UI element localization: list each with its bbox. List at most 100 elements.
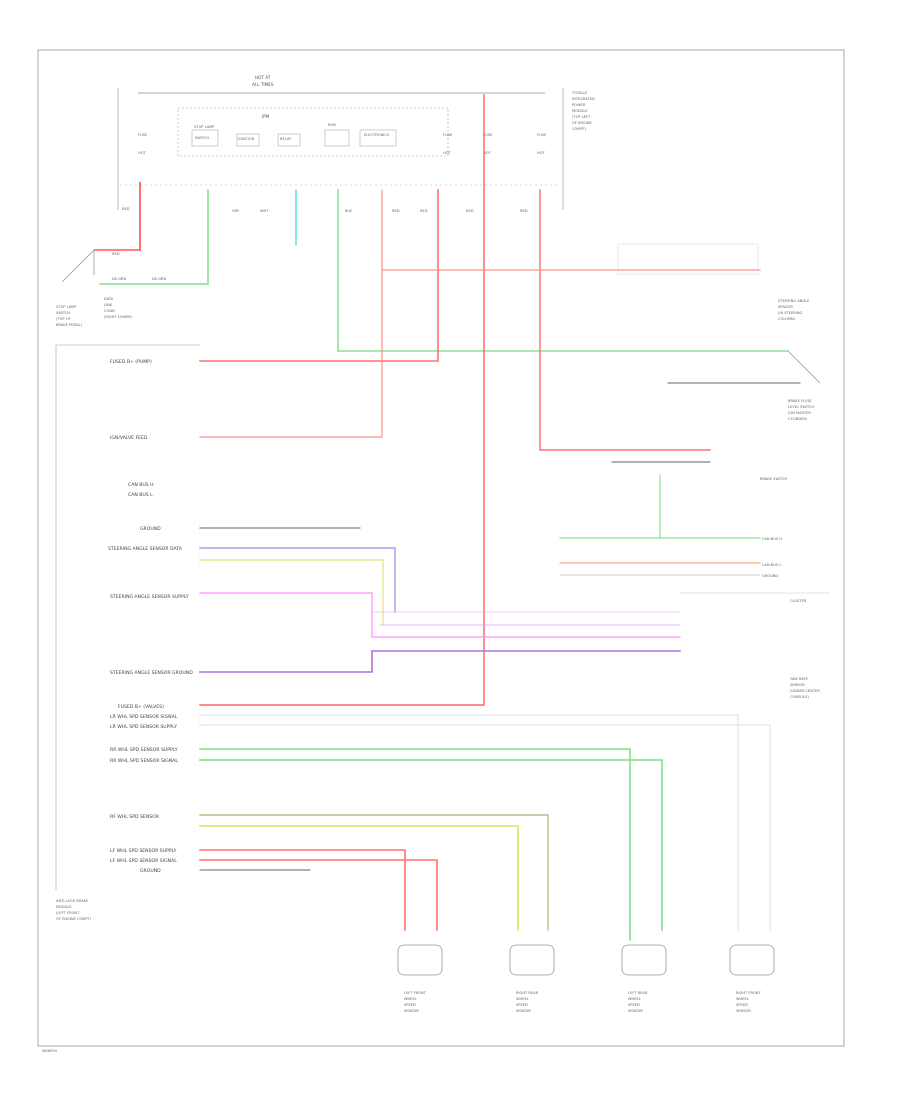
svg-text:LINK: LINK <box>104 303 113 307</box>
svg-text:SENSOR: SENSOR <box>516 1009 531 1013</box>
svg-text:RED: RED <box>112 252 120 256</box>
svg-text:FUSED B+ (VALVES): FUSED B+ (VALVES) <box>118 704 164 710</box>
svg-text:GROUND: GROUND <box>762 574 778 578</box>
svg-text:(TOP OF: (TOP OF <box>56 317 71 321</box>
svg-text:DK GRN: DK GRN <box>112 277 127 281</box>
svg-text:SWITCH: SWITCH <box>56 311 70 315</box>
svg-text:ELECTRONICS: ELECTRONICS <box>364 133 390 137</box>
svg-text:LEFT FRONT: LEFT FRONT <box>404 991 427 995</box>
svg-text:WHEEL: WHEEL <box>628 997 641 1001</box>
fuses: FUSE HOT FUSE HOT FUSE HOT FUSE HOT <box>138 133 547 155</box>
svg-text:IGN/VALVE FEED: IGN/VALVE FEED <box>110 435 148 441</box>
relay-boxes: STOP LAMP SWITCH IGNITION RELAY RUN ELEC… <box>191 123 397 147</box>
wheel-sensor-rf: RIGHT FRONT WHEEL SPEED SENSOR <box>729 944 775 1013</box>
svg-text:STEERING ANGLE SENSOR GROUND: STEERING ANGLE SENSOR GROUND <box>110 670 193 676</box>
svg-text:HOT: HOT <box>138 151 147 155</box>
abs-module: ANTI-LOCK BRAKE MODULE (LEFT FRONT OF EN… <box>55 344 201 921</box>
cluster-connector: CAN BUS H CAN BUS L GROUND CLUSTER <box>680 537 830 603</box>
svg-text:FUSE: FUSE <box>483 133 493 137</box>
svg-text:RELAY: RELAY <box>280 137 292 141</box>
svg-text:RIGHT FRONT: RIGHT FRONT <box>736 991 761 995</box>
svg-text:DK GRN: DK GRN <box>152 277 167 281</box>
svg-text:CONN: CONN <box>104 309 115 313</box>
svg-text:FUSE: FUSE <box>443 133 453 137</box>
svg-text:POWER: POWER <box>572 103 586 107</box>
svg-text:LR WHL SPD SENSOR SUPPLY: LR WHL SPD SENSOR SUPPLY <box>110 724 177 730</box>
svg-text:OF ENGINE COMPT): OF ENGINE COMPT) <box>56 917 92 921</box>
svg-text:SPEED: SPEED <box>516 1003 528 1007</box>
yaw-rate-sensor: YAW RATE SENSOR (UNDER CENTER CONSOLE) <box>790 677 820 699</box>
svg-text:WHEEL: WHEEL <box>404 997 417 1001</box>
svg-text:STOP LAMP: STOP LAMP <box>194 125 215 129</box>
svg-text:RED: RED <box>392 209 400 213</box>
top-wire-colors: RED GRY WHT BLK RED RED RED RED <box>122 207 528 213</box>
svg-text:(RIGHT LOWER): (RIGHT LOWER) <box>104 315 133 319</box>
svg-text:INTEGRATED: INTEGRATED <box>572 97 595 101</box>
svg-text:CONSOLE): CONSOLE) <box>790 695 809 699</box>
svg-text:CLUSTER: CLUSTER <box>790 599 807 603</box>
svg-text:LR WHL SPD SENSOR SIGNAL: LR WHL SPD SENSOR SIGNAL <box>110 714 178 720</box>
steering-angle-sensor: STEERING ANGLE SENSOR (IN STEERING COLUM… <box>617 243 810 321</box>
svg-text:BLK: BLK <box>345 209 352 213</box>
svg-text:FUSE: FUSE <box>537 133 547 137</box>
svg-text:RF WHL SPD SENSOR: RF WHL SPD SENSOR <box>110 814 160 820</box>
svg-text:(TOP LEFT: (TOP LEFT <box>572 115 591 119</box>
svg-text:RR WHL SPD SENSOR SIGNAL: RR WHL SPD SENSOR SIGNAL <box>110 758 178 764</box>
svg-text:RED: RED <box>466 209 474 213</box>
svg-text:RED: RED <box>122 207 130 211</box>
svg-text:(ON MASTER: (ON MASTER <box>788 411 811 415</box>
brake-switch-label: BRAKE SWITCH <box>760 477 787 481</box>
svg-text:MODULE: MODULE <box>56 905 72 909</box>
svg-text:(LEFT FRONT: (LEFT FRONT <box>56 911 80 915</box>
svg-text:FUSE: FUSE <box>138 133 148 137</box>
svg-text:STEERING ANGLE SENSOR SUPPLY: STEERING ANGLE SENSOR SUPPLY <box>110 594 189 600</box>
wheel-sensor-lr: LEFT REAR WHEEL SPEED SENSOR <box>621 944 667 1013</box>
power-dist-label: TOTALLY INTEGRATED POWER MODULE (TOP LEF… <box>571 91 595 131</box>
svg-text:HOT: HOT <box>443 151 452 155</box>
svg-text:FUSED B+ (PUMP): FUSED B+ (PUMP) <box>110 359 152 365</box>
svg-text:WHEEL: WHEEL <box>516 997 529 1001</box>
svg-text:(IN STEERING: (IN STEERING <box>778 311 803 315</box>
page-ref: W08094 <box>42 1049 58 1053</box>
svg-text:SENSOR: SENSOR <box>628 1009 643 1013</box>
svg-text:GROUND: GROUND <box>140 868 161 874</box>
svg-text:SPEED: SPEED <box>404 1003 416 1007</box>
svg-text:LEVEL SWITCH: LEVEL SWITCH <box>788 405 815 409</box>
ipm-label: IPM <box>262 114 270 119</box>
svg-text:BRAKE FLUID: BRAKE FLUID <box>788 399 812 403</box>
module-pin-labels: FUSED B+ (PUMP) IGN/VALVE FEED CAN BUS H… <box>108 359 193 874</box>
svg-text:SWITCH: SWITCH <box>195 136 209 140</box>
svg-text:SENSOR: SENSOR <box>736 1009 751 1013</box>
data-link-label: DATA LINK CONN (RIGHT LOWER) DK GRN RED … <box>104 252 167 319</box>
svg-text:STEERING ANGLE SENSOR DATA: STEERING ANGLE SENSOR DATA <box>108 546 183 552</box>
brake-fluid-level-switch: BRAKE FLUID LEVEL SWITCH (ON MASTER CYLI… <box>787 350 821 421</box>
svg-text:CAN BUS H: CAN BUS H <box>128 482 154 488</box>
svg-text:CAN BUS L: CAN BUS L <box>762 563 781 567</box>
hot-at-label: HOT AT <box>255 75 271 80</box>
svg-text:COLUMN): COLUMN) <box>778 317 796 321</box>
svg-text:SENSOR: SENSOR <box>778 305 793 309</box>
svg-text:GROUND: GROUND <box>140 526 161 532</box>
svg-text:STEERING ANGLE: STEERING ANGLE <box>778 299 810 303</box>
svg-text:SENSOR: SENSOR <box>404 1009 419 1013</box>
svg-text:RIGHT REAR: RIGHT REAR <box>516 991 539 995</box>
svg-text:GRY: GRY <box>232 209 240 213</box>
svg-text:LEFT REAR: LEFT REAR <box>628 991 648 995</box>
svg-text:LF WHL SPD SENSOR SIGNAL: LF WHL SPD SENSOR SIGNAL <box>110 858 177 864</box>
svg-text:CAN BUS L: CAN BUS L <box>128 492 153 498</box>
svg-text:HOT: HOT <box>537 151 546 155</box>
svg-text:IGNITION: IGNITION <box>238 137 255 141</box>
svg-text:MODULE: MODULE <box>572 109 588 113</box>
svg-text:CAN BUS H: CAN BUS H <box>762 537 782 541</box>
svg-text:CYLINDER): CYLINDER) <box>788 417 808 421</box>
page-frame <box>37 49 845 1047</box>
svg-text:WHEEL: WHEEL <box>736 997 749 1001</box>
svg-text:DATA: DATA <box>104 297 114 301</box>
svg-text:(UNDER CENTER: (UNDER CENTER <box>790 689 820 693</box>
pin-numbers <box>196 356 200 876</box>
svg-text:STOP LAMP: STOP LAMP <box>56 305 77 309</box>
stop-lamp-switch: STOP LAMP SWITCH (TOP OF BRAKE PEDAL) <box>56 249 140 327</box>
svg-text:HOT: HOT <box>483 151 492 155</box>
